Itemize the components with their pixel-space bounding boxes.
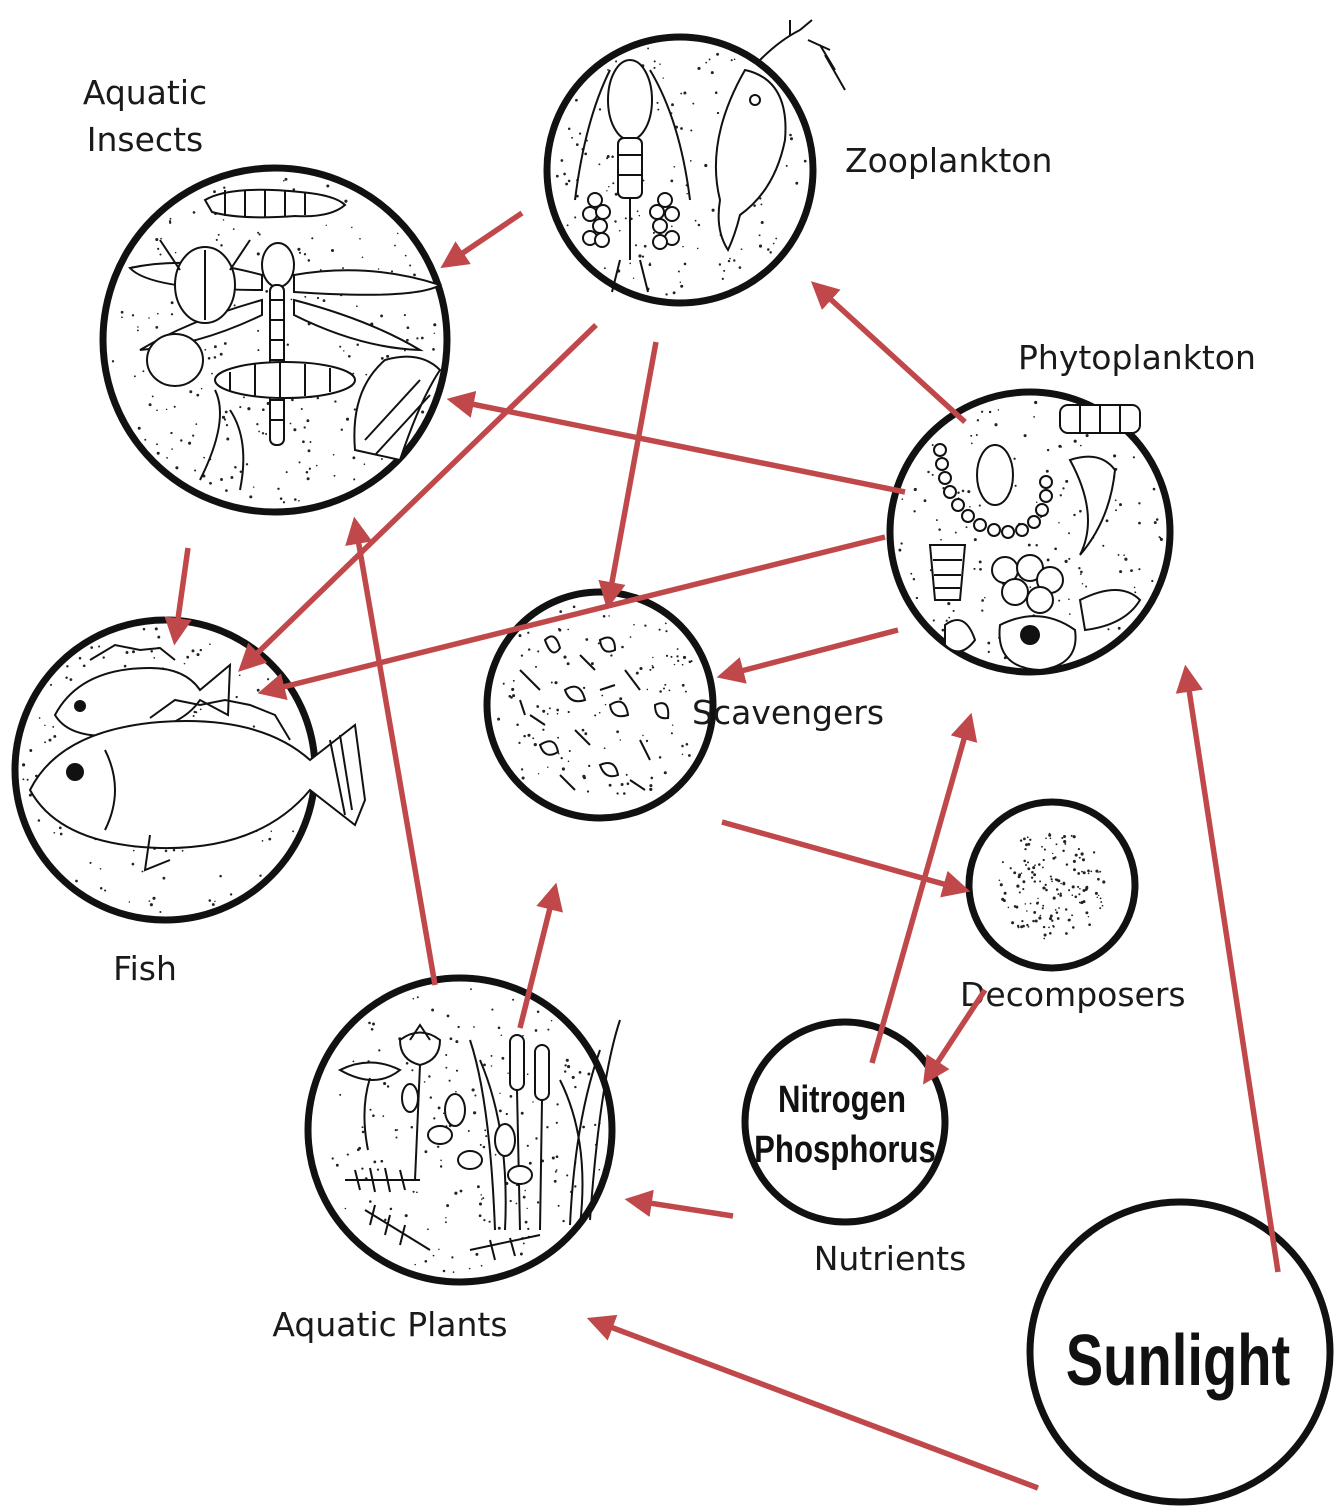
node-decomposers: Decomposers — [960, 802, 1186, 1014]
node-aquatic-insects: Aquatic Insects — [83, 73, 447, 512]
nutrients-phosphorus-text: Phosphorus — [754, 1129, 936, 1171]
scavengers-label: Scavengers — [692, 693, 884, 732]
decomposers-circle — [969, 802, 1135, 968]
arrow-nutrients-to-phytoplankton — [872, 718, 970, 1063]
aquatic-plants-circle — [308, 978, 612, 1282]
node-scavengers: Scavengers — [487, 592, 884, 818]
arrow-phytoplankton-to-scavengers — [722, 630, 898, 676]
zooplankton-label: Zooplankton — [845, 141, 1052, 180]
arrow-zooplankton-to-scavengers — [608, 342, 656, 604]
decomposers-label: Decomposers — [960, 975, 1186, 1014]
node-phytoplankton: Phytoplankton — [890, 338, 1256, 672]
phytoplankton-label: Phytoplankton — [1018, 338, 1256, 377]
nutrients-circle — [745, 1022, 945, 1222]
aquatic-plants-label: Aquatic Plants — [272, 1305, 507, 1344]
arrow-zooplankton-to-insects — [445, 213, 522, 265]
arrow-plants-to-insects — [355, 522, 435, 985]
arrow-decomposers-to-nutrients — [926, 990, 985, 1080]
arrow-nutrients-to-plants — [630, 1200, 733, 1216]
arrow-phytoplankton-to-insects — [452, 400, 905, 492]
node-zooplankton: Zooplankton — [547, 20, 1052, 303]
arrow-phytoplankton-to-zooplankton — [815, 285, 965, 422]
sunlight-text: Sunlight — [1066, 1320, 1291, 1400]
arrow-sunlight-to-plants — [592, 1320, 1038, 1488]
node-aquatic-plants: Aquatic Plants — [272, 978, 620, 1344]
nutrients-label: Nutrients — [814, 1239, 967, 1278]
nutrients-nitrogen-text: Nitrogen — [778, 1079, 906, 1121]
node-sunlight: Sunlight — [1030, 1202, 1330, 1502]
aquatic-insects-label-line2: Insects — [87, 120, 203, 159]
arrow-sunlight-to-phytoplankton — [1186, 670, 1278, 1272]
fish-label: Fish — [113, 949, 177, 988]
node-nutrients: Nitrogen Phosphorus Nutrients — [745, 1022, 966, 1278]
aquatic-insects-label-line1: Aquatic — [83, 73, 207, 112]
node-fish: Fish — [15, 620, 365, 988]
